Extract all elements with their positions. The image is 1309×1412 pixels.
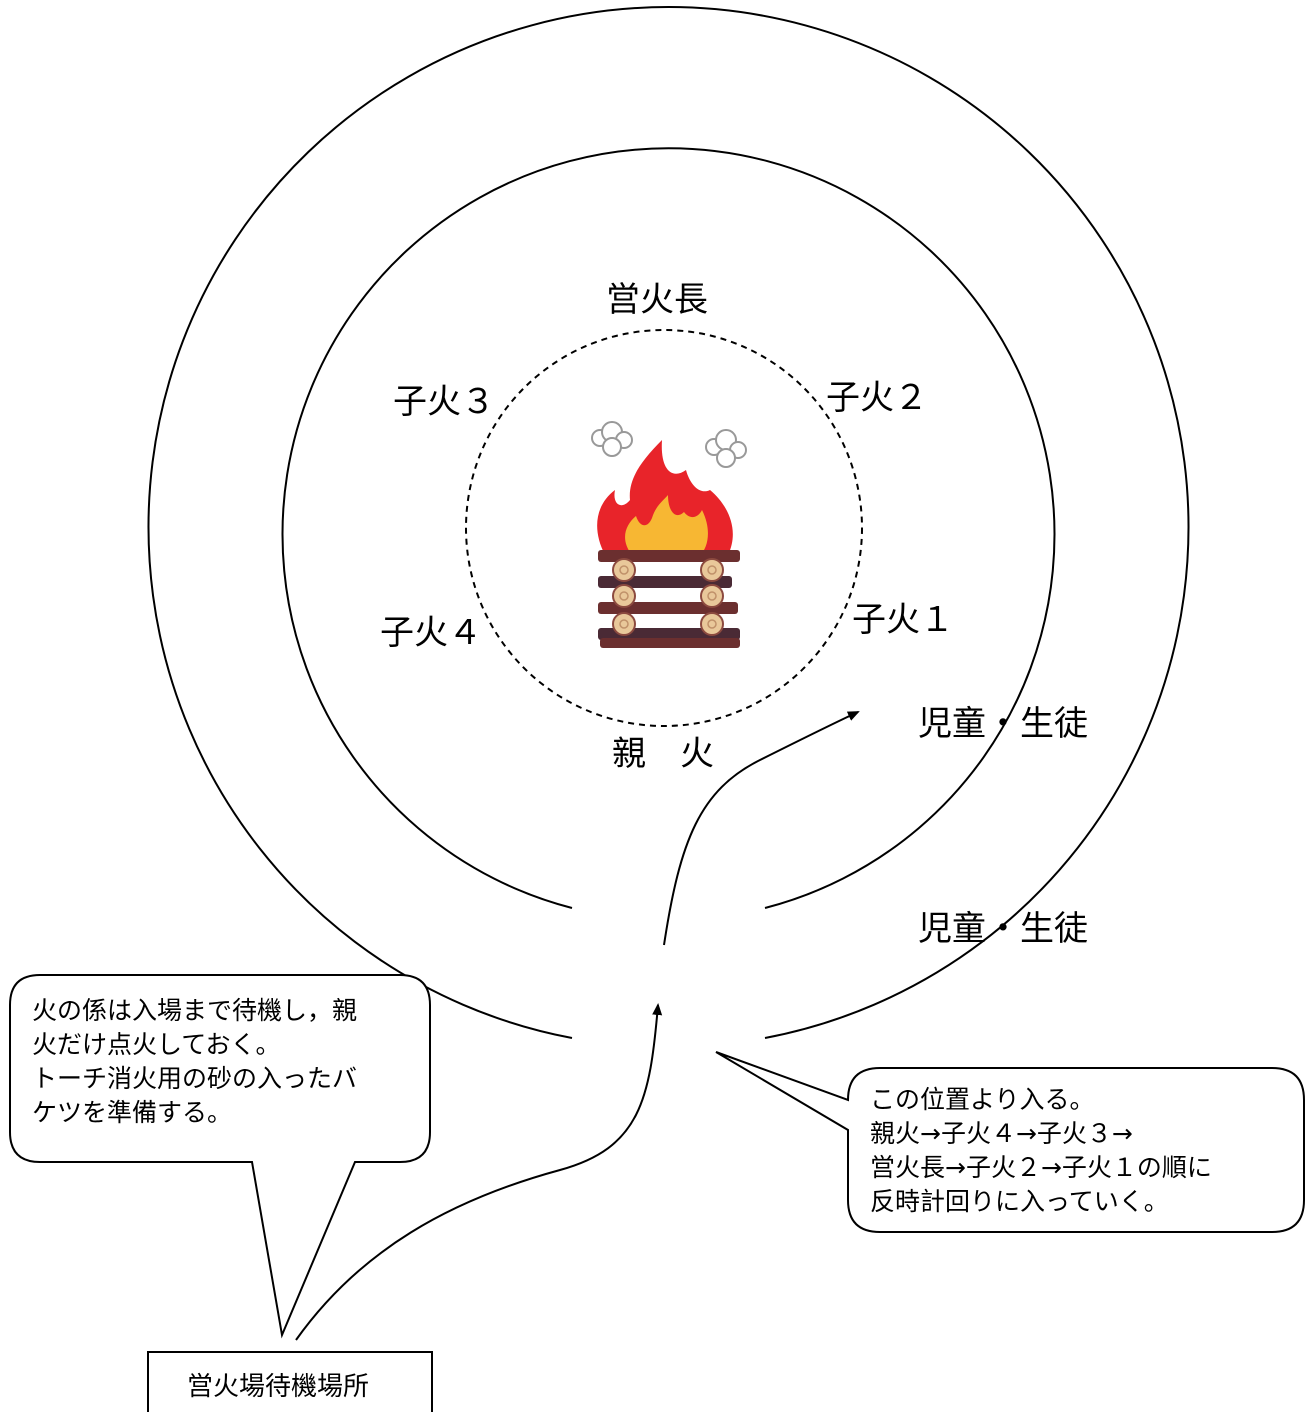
callout-left-line: トーチ消火用の砂の入ったバ	[32, 1064, 358, 1093]
callout-left-line: 火だけ点火しておく。	[32, 1030, 281, 1059]
waiting-area-box	[147, 1351, 433, 1412]
smoke-right-icon	[705, 429, 747, 468]
callout-right-text: この位置より入る。 親火→子火４→子火３→ 営火長→子火２→子火１の順に 反時計…	[870, 1083, 1212, 1219]
callout-left-text: 火の係は入場まで待機し，親 火だけ点火しておく。 トーチ消火用の砂の入ったバ ケ…	[32, 994, 357, 1130]
label-child3: 子火３	[393, 382, 495, 422]
callout-right-line: 親火→子火４→子火３→	[870, 1119, 1133, 1148]
callout-right-shape	[715, 1051, 1305, 1233]
outer-ring	[147, 6, 1190, 1039]
label-students-inner: 児童・生徒	[918, 704, 1088, 744]
callout-left-line: ケツを準備する。	[32, 1098, 233, 1127]
callout-left-shape	[9, 974, 431, 1339]
callout-right-line: 営火長→子火２→子火１の順に	[870, 1153, 1212, 1182]
label-students-outer: 児童・生徒	[918, 909, 1088, 949]
smoke-left-icon	[591, 421, 633, 457]
waiting-area-label: 営火場待機場所	[187, 1372, 370, 1402]
label-child2: 子火２	[826, 378, 928, 418]
callout-right-line: この位置より入る。	[870, 1085, 1095, 1114]
torch-circle	[465, 329, 863, 727]
label-parent: 親 火	[612, 734, 714, 774]
entry-arrow	[663, 711, 860, 946]
flame-inner	[625, 495, 708, 555]
log-ends	[612, 558, 724, 636]
callout-left-line: 火の係は入場まで待機し，親	[32, 996, 358, 1025]
inner-ring	[281, 147, 1056, 909]
callout-right-line: 反時計回りに入っていく。	[870, 1187, 1169, 1216]
label-leader: 営火長	[606, 280, 708, 320]
campfire-icon	[591, 421, 747, 648]
label-child4: 子火４	[380, 613, 482, 653]
label-child1: 子火１	[852, 600, 954, 640]
waiting-area-arrow	[295, 1003, 663, 1341]
